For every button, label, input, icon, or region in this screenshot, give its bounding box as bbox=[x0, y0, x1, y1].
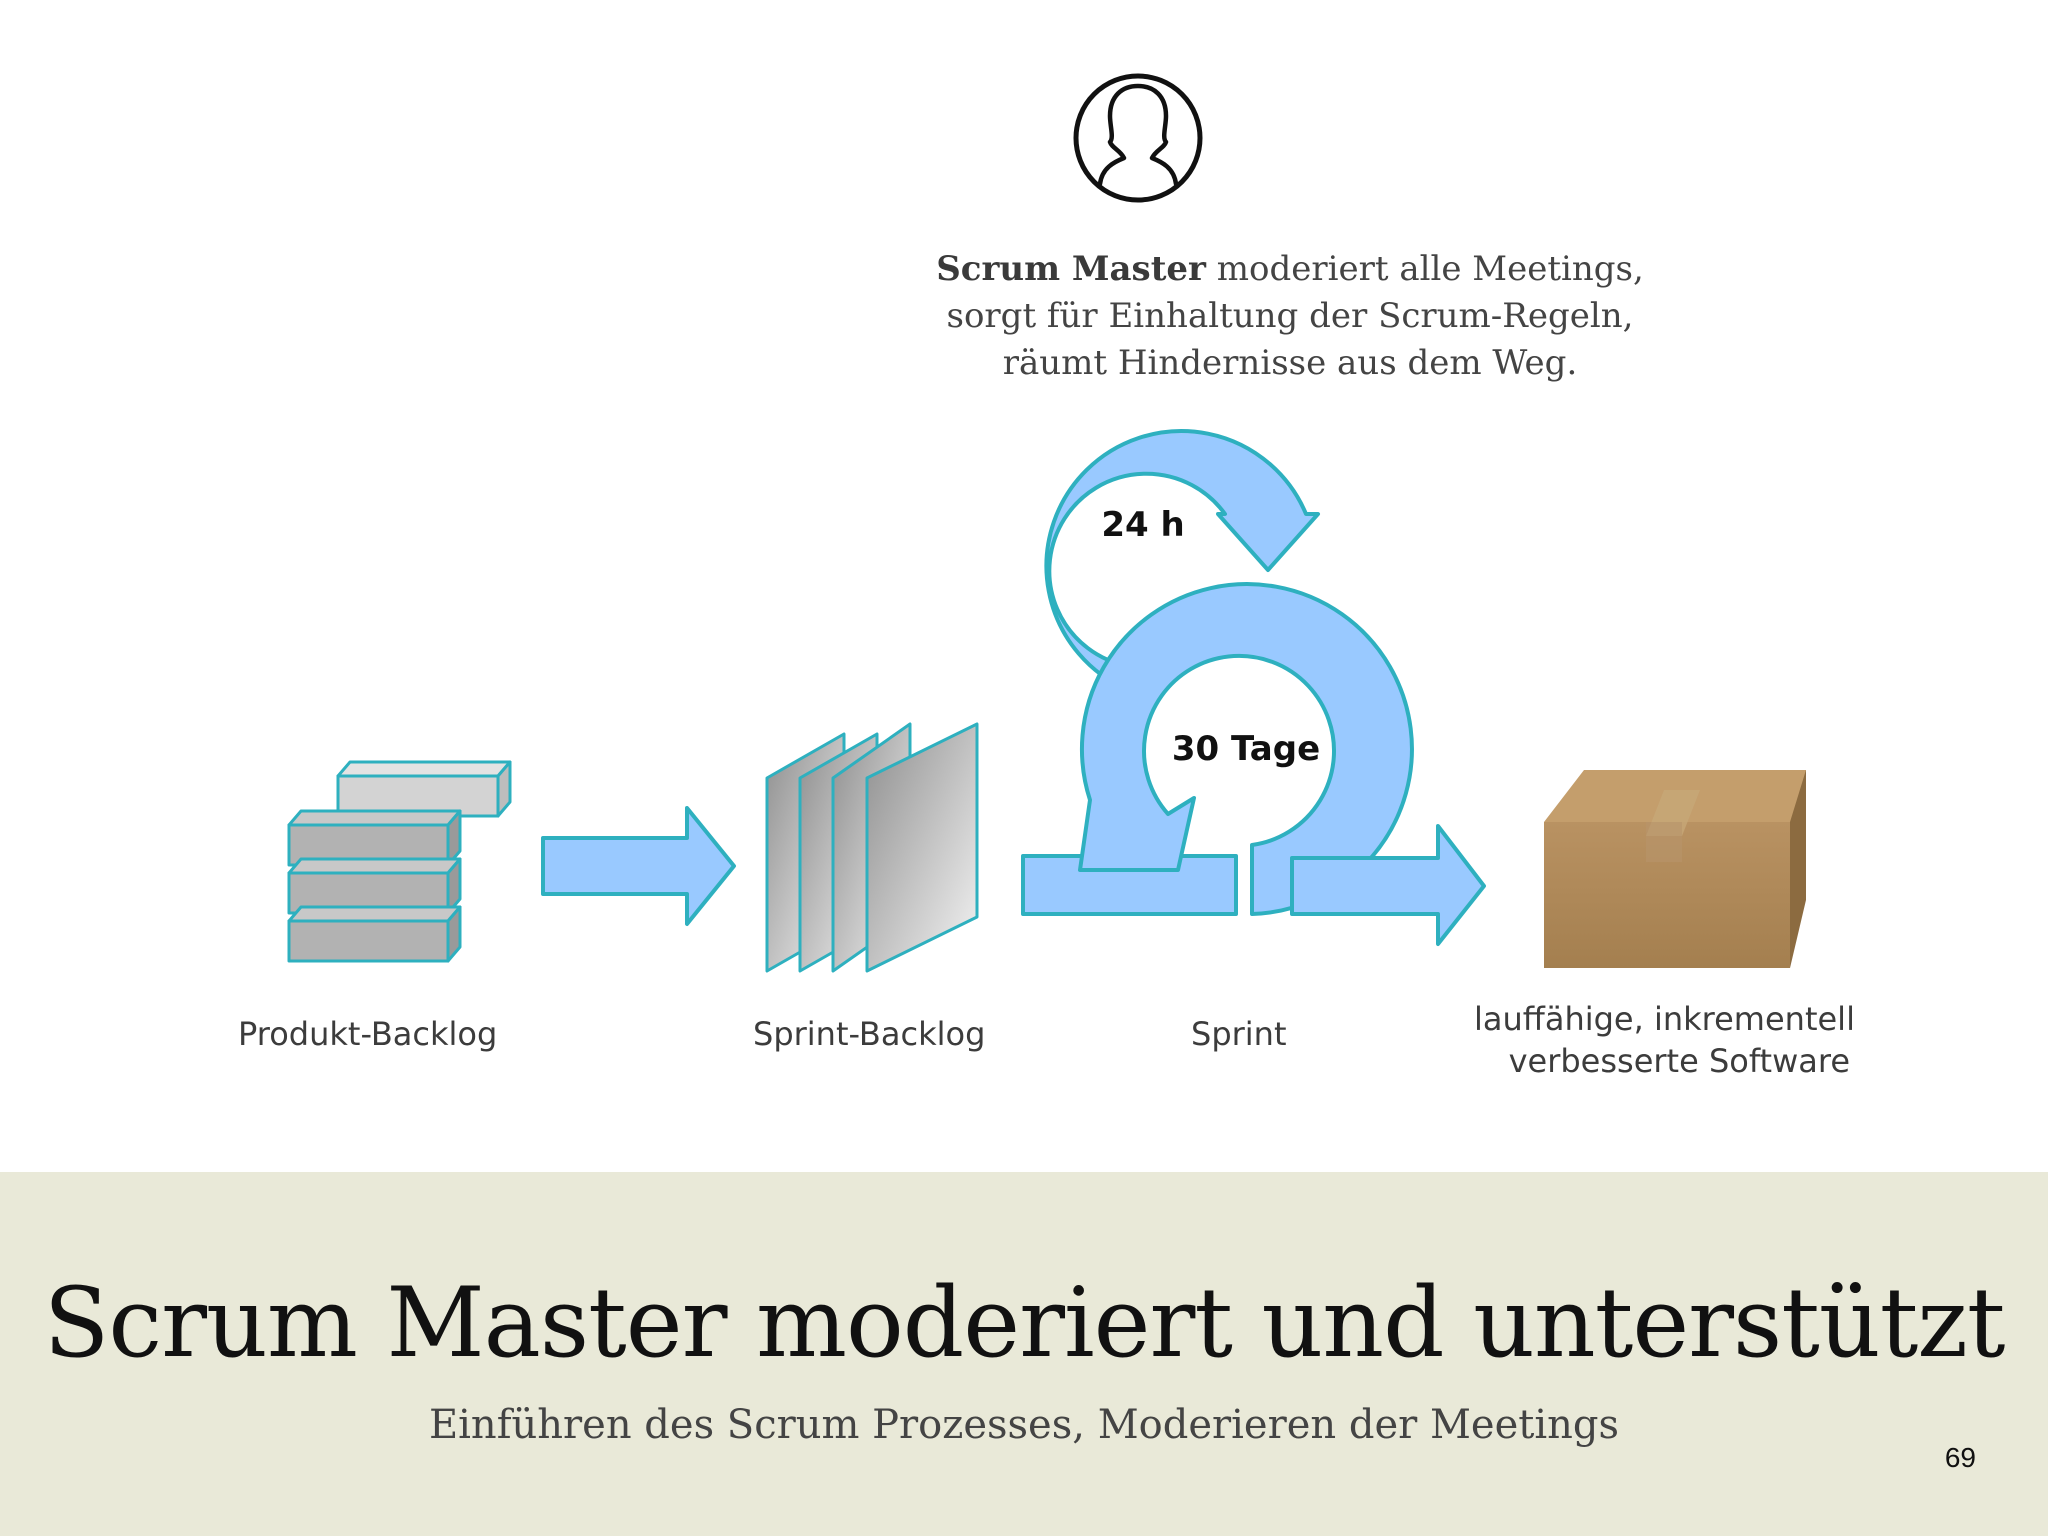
scrum-process-diagram: 24 h 30 Tage bbox=[287, 73, 1806, 973]
software-package-icon bbox=[1544, 770, 1806, 968]
stage-label-software: lauffähige, inkrementell verbesserte Sof… bbox=[1474, 998, 1855, 1082]
page-number: 69 bbox=[1944, 1442, 1976, 1473]
software-label-line-1: lauffähige, inkrementell bbox=[1474, 1000, 1855, 1038]
sprint-cycle-label: 30 Tage bbox=[1172, 729, 1320, 769]
stage-label-product-backlog: Produkt-Backlog bbox=[238, 1015, 498, 1053]
role-description-line-3: räumt Hindernisse aus dem Weg. bbox=[1002, 343, 1578, 383]
slide-title: Scrum Master moderiert und unterstützt bbox=[43, 1267, 2006, 1379]
flow-arrow-1 bbox=[541, 806, 736, 926]
sprint-cycle-arrow-icon bbox=[1078, 582, 1414, 916]
software-label-line-2: verbesserte Software bbox=[1508, 1042, 1850, 1080]
daily-cycle-arrow-icon bbox=[1044, 429, 1320, 692]
flow-arrow-2 bbox=[1290, 824, 1486, 946]
footer-band bbox=[0, 1172, 2048, 1536]
role-name: Scrum Master bbox=[936, 249, 1206, 289]
role-description-line-1: moderiert alle Meetings, bbox=[1216, 249, 1644, 289]
role-description-line-2: sorgt für Einhaltung der Scrum-Regeln, bbox=[946, 296, 1634, 336]
scrum-master-description: Scrum Master moderiert alle Meetings, so… bbox=[880, 246, 1700, 387]
stage-label-sprint: Sprint bbox=[1191, 1015, 1287, 1053]
person-icon bbox=[1073, 73, 1203, 203]
product-backlog-stack-icon bbox=[287, 760, 512, 963]
daily-cycle-label: 24 h bbox=[1101, 505, 1184, 545]
slide-subtitle: Einführen des Scrum Prozesses, Moderiere… bbox=[428, 1402, 1620, 1448]
sprint-backlog-sheets-icon bbox=[765, 722, 979, 973]
stage-label-sprint-backlog: Sprint-Backlog bbox=[753, 1015, 986, 1053]
